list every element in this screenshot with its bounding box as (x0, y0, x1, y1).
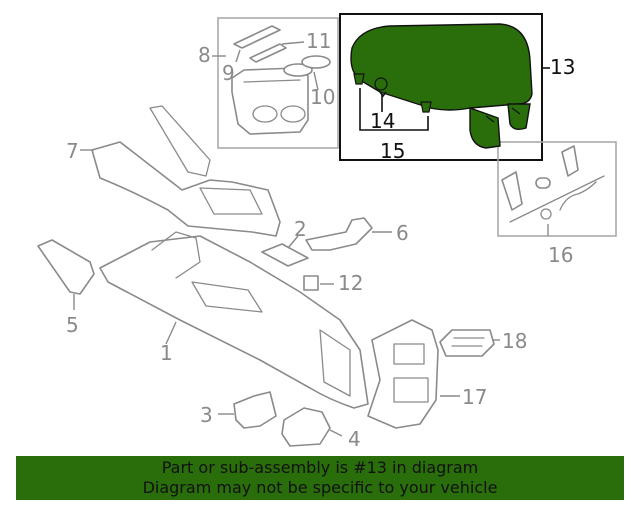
callout-16: 16 (548, 243, 573, 267)
switch-part[interactable] (303, 275, 319, 291)
console-body-part[interactable] (99, 231, 369, 409)
cupholder-insert-part[interactable] (283, 55, 331, 77)
group-box-hardware (497, 141, 617, 237)
leader-1 (165, 321, 177, 345)
leader-11 (281, 41, 305, 45)
callout-5: 5 (66, 313, 79, 337)
side-panel-part[interactable] (37, 239, 95, 295)
callout-4: 4 (348, 427, 361, 451)
clip-part-15b[interactable] (420, 101, 432, 113)
rear-panel-part[interactable] (367, 319, 439, 429)
clip-part-14[interactable] (374, 77, 388, 91)
callout-14: 14 (370, 109, 395, 133)
callout-12: 12 (338, 271, 363, 295)
cupholder-trim-part[interactable] (249, 43, 287, 63)
leader-15 (359, 88, 429, 131)
callout-6: 6 (396, 221, 409, 245)
leader-9 (235, 49, 241, 63)
cupholder-cover-part[interactable] (233, 25, 281, 49)
callout-9: 9 (222, 61, 235, 85)
callout-2: 2 (294, 217, 307, 241)
banner-line-2: Diagram may not be specific to your vehi… (142, 478, 498, 497)
bracket-part[interactable] (305, 217, 373, 251)
clip-part-15a[interactable] (353, 73, 365, 85)
leader-14-arrow (379, 91, 387, 98)
callout-1: 1 (160, 341, 173, 365)
callout-7: 7 (66, 139, 79, 163)
notice-banner: Part or sub-assembly is #13 in diagram D… (16, 456, 624, 500)
armrest-lid-part[interactable] (350, 23, 533, 149)
callout-15: 15 (380, 139, 405, 163)
callout-8: 8 (198, 43, 211, 67)
callout-3: 3 (200, 403, 213, 427)
pad-part[interactable] (261, 243, 309, 267)
callout-13: 13 (550, 55, 575, 79)
hardware-kit-part[interactable] (501, 145, 605, 223)
leader-2 (287, 235, 299, 249)
callout-17: 17 (462, 385, 487, 409)
cover-part[interactable] (281, 407, 331, 447)
cupholder-tray-part[interactable] (231, 67, 309, 135)
mount-bracket-part[interactable] (233, 391, 277, 429)
callout-11: 11 (306, 29, 331, 53)
callout-18: 18 (502, 329, 527, 353)
console-trim-part[interactable] (91, 105, 281, 237)
leader-4 (329, 429, 343, 437)
banner-line-1: Part or sub-assembly is #13 in diagram (161, 458, 479, 477)
group-box-cupholder (217, 17, 339, 149)
vent-part[interactable] (439, 329, 495, 357)
callout-10: 10 (310, 85, 335, 109)
leader-10 (313, 71, 319, 91)
group-box-armrest (339, 13, 543, 161)
